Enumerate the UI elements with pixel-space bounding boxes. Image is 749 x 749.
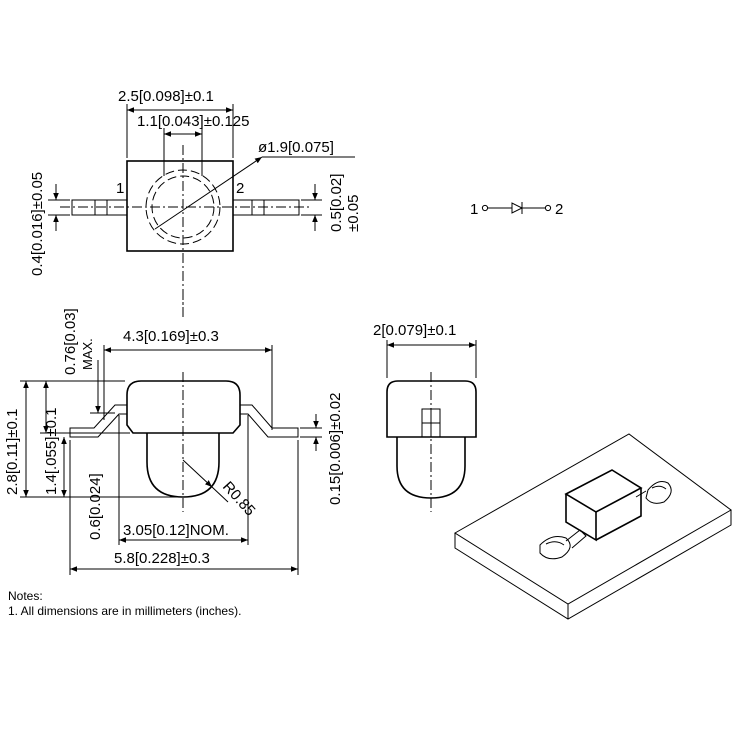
end-body-outline (386, 380, 477, 438)
iso-board-top (454, 433, 732, 605)
iso-solder-left (539, 536, 571, 560)
dim-lead-right-a: 0.5[0.02] (328, 174, 345, 232)
top-body-outline (126, 160, 234, 252)
dim-nominal: 3.05[0.12]NOM. (123, 522, 229, 539)
top-pin-2-label: 2 (236, 180, 244, 197)
dim-total-length: 5.8[0.228]±0.3 (114, 550, 210, 567)
dim-lead-right-b: ±0.05 (345, 195, 362, 232)
iso-body-front (565, 494, 597, 542)
iso-solder-right (645, 481, 672, 504)
dim-body-width: 2.5[0.098]±0.1 (118, 88, 214, 105)
dim-inner-width: 1.1[0.043]±0.125 (137, 113, 250, 130)
dim-end-width: 2[0.079]±0.1 (373, 322, 456, 339)
dim-lead-thickness: 0.15[0.006]±0.02 (327, 393, 344, 506)
dim-max-a: 0.76[0.03] (62, 308, 79, 375)
dim-lens-diameter: ø1.9[0.075] (258, 139, 334, 156)
dim-lens-offset: 0.6[0.024] (87, 473, 104, 540)
notes-title: Notes: (8, 589, 43, 603)
side-lead-right (240, 404, 299, 438)
dim-body-height: 1.4[.055]±0.1 (43, 408, 60, 495)
isometric-view (454, 433, 732, 620)
diode-symbol: 1 2 (470, 201, 563, 218)
iso-board-edge (454, 510, 732, 620)
diode-triangle (511, 202, 524, 214)
iso-body-top (564, 469, 643, 513)
side-lens-dome (146, 433, 220, 498)
notes-line-1: 1. All dimensions are in millimeters (in… (8, 604, 242, 618)
symbol-pin-1-label: 1 (470, 201, 478, 218)
iso-body-side (595, 488, 642, 541)
notes: Notes: 1. All dimensions are in millimet… (8, 589, 241, 619)
end-view: 2[0.079]±0.1 (373, 322, 477, 512)
symbol-pin-2-label: 2 (555, 201, 563, 218)
top-pin-1-label: 1 (116, 180, 124, 197)
dim-body-length: 4.3[0.169]±0.3 (123, 328, 219, 345)
dim-lead-left: 0.4[0.016]±0.05 (29, 172, 46, 276)
side-view: 4.3[0.169]±0.3 0.76[0.03] MAX. 2.8[0.11]… (4, 290, 344, 575)
dim-max-b: MAX. (80, 338, 95, 370)
dim-total-height: 2.8[0.11]±0.1 (4, 409, 21, 495)
side-body-outline (126, 380, 241, 434)
top-view: ø1.9[0.075] 1 2 2.5[0.098]±0.1 1.1[0.043… (29, 88, 362, 320)
